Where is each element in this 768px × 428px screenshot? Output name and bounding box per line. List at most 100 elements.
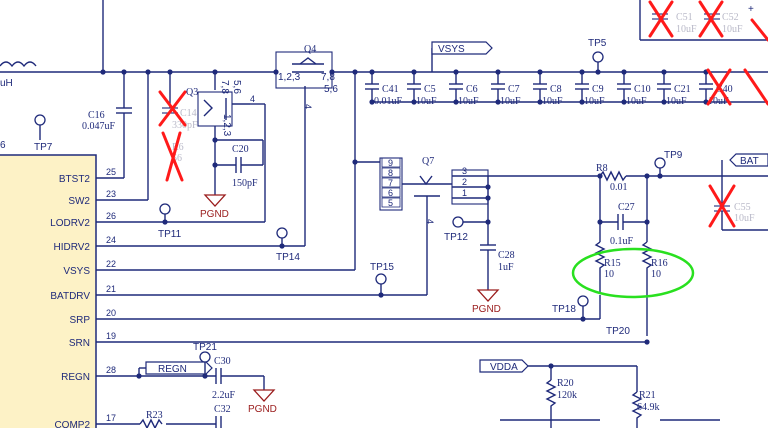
test-point-tp7: TP7	[34, 114, 53, 153]
output-cap-ref: C40	[716, 84, 733, 95]
q7-pin-number: 7	[388, 178, 393, 188]
q7-pin-number: 9	[388, 158, 393, 168]
q3-ref: Q3	[186, 87, 198, 98]
test-point-tp20: TP20	[606, 326, 650, 345]
tp15-label: TP15	[370, 262, 394, 273]
r6-ref: R6	[172, 142, 184, 153]
r15-ref: R15	[604, 258, 621, 269]
ic-pin-number: 24	[106, 235, 116, 245]
output-cap-ref: C9	[592, 84, 604, 95]
q7-pin-number: 8	[388, 168, 393, 178]
q4-pins-56: 5,6	[324, 84, 338, 95]
regn-network: REGN TP21 PGND C30 2.2uF	[96, 342, 277, 415]
x-mark-c40a	[706, 68, 732, 106]
q3-pins-78: 7,8	[219, 80, 230, 94]
bat-net-text: BAT	[740, 156, 759, 167]
c52-value: 10uF	[722, 24, 743, 35]
r8-value: 0.01	[610, 182, 628, 193]
output-cap-ref: C21	[674, 84, 691, 95]
ic-pin-list: BTST225SW223LODRV226HIDRV224VSYS22BATDRV…	[50, 167, 116, 428]
ic-pin-name: VSYS	[63, 266, 90, 277]
r16-value: 10	[651, 269, 661, 280]
comp2-network: R23 C32	[96, 404, 231, 428]
test-point-tp15: TP15	[370, 262, 394, 298]
c28-value: 1uF	[498, 262, 514, 273]
ic-pin-number: 17	[106, 413, 116, 423]
c52-ref: C52	[722, 12, 739, 23]
c20-value: 150pF	[232, 178, 258, 189]
r20-ref: R20	[557, 378, 574, 389]
r20-value: 120k	[557, 390, 577, 401]
test-point-tp14: TP14	[276, 227, 300, 263]
q7-pin-number: 2	[462, 177, 467, 187]
ic-pin-number: 23	[106, 189, 116, 199]
c51-ref: C51	[676, 12, 693, 23]
q7-gate-pin: 4	[425, 219, 435, 224]
ic-pin-number: 25	[106, 167, 116, 177]
c30-ref: C30	[214, 356, 231, 367]
x-mark-c40b	[743, 68, 768, 106]
regn-net-text: REGN	[158, 364, 187, 375]
c27-value: 0.1uF	[610, 236, 634, 247]
vdda-network: VDDA R20 120k R21 64.9k	[479, 359, 720, 428]
capacitor-c20: C20 150pF	[215, 139, 264, 189]
mosfet-q3: Q3 7,8 5,6 1,2,3 4	[186, 72, 255, 168]
c16-value: 0.047uF	[82, 121, 116, 132]
r16-ref: R16	[651, 258, 668, 269]
output-cap-ref: C8	[550, 84, 562, 95]
q4-pins-78: 7,8	[321, 72, 335, 83]
ic-pin-name: LODRV2	[50, 218, 90, 229]
c16-ref: C16	[88, 110, 105, 121]
ic-pin-name: SRP	[69, 315, 90, 326]
capacitor-c51-c52: C51 10uF C52 10uF +	[639, 0, 768, 42]
c51-value: 10uF	[676, 24, 697, 35]
capacitor-c16: C16 0.047uF	[82, 72, 132, 178]
tp21-label: TP21	[193, 342, 217, 353]
ic-pin-number: 28	[106, 365, 116, 375]
ic-pin-name: REGN	[61, 372, 90, 383]
output-cap-ref: C5	[424, 84, 436, 95]
x-mark-c52	[698, 0, 724, 38]
x-mark-c14	[158, 90, 187, 127]
tp7-label: TP7	[34, 142, 53, 153]
pgnd-label-c28: PGND	[472, 304, 501, 315]
q3-pins-56: 5,6	[231, 80, 242, 94]
test-point-tp5: TP5	[588, 38, 607, 75]
c30-value: 2.2uF	[212, 390, 236, 401]
tp9-label: TP9	[664, 150, 683, 161]
output-cap-ref: C41	[382, 84, 399, 95]
r21-ref: R21	[639, 390, 656, 401]
tp18-label: TP18	[552, 304, 576, 315]
test-point-tp11: TP11	[158, 203, 182, 240]
resistor-r15: R15 10	[594, 241, 621, 292]
q7-ref: Q7	[422, 156, 434, 167]
r21-value: 64.9k	[637, 402, 660, 413]
tp5-label: TP5	[588, 38, 607, 49]
resistor-r8: R8 0.01	[596, 163, 768, 193]
pgnd-label-q3: PGND	[200, 209, 229, 220]
ic-pin-number: 20	[106, 308, 116, 318]
ground-pgnd-q3: PGND	[200, 165, 229, 220]
vsys-net-text: VSYS	[438, 44, 465, 55]
r15-value: 10	[604, 269, 614, 280]
ic-pin-name: COMP2	[54, 420, 90, 428]
test-point-tp12: TP12	[444, 216, 491, 243]
ic-pin-number: 19	[106, 331, 116, 341]
c28-ref: C28	[498, 250, 515, 261]
inductor-value: uH	[0, 78, 13, 89]
ic-ref-fragment: 6	[0, 140, 6, 151]
resistor-r16: R16 10	[641, 241, 668, 336]
ic-pin-number: 22	[106, 259, 116, 269]
q7-pin-number: 6	[388, 188, 393, 198]
ic-body: 6	[0, 140, 97, 428]
tp12-label: TP12	[444, 232, 468, 243]
q7-pin-number: 5	[388, 198, 393, 208]
tp14-label: TP14	[276, 252, 300, 263]
ic-pin-name: HIDRV2	[54, 242, 91, 253]
c55-ref: C55	[734, 202, 751, 213]
ic-pin-number: 26	[106, 211, 116, 221]
capacitor-c55: C55 10uF	[708, 176, 768, 231]
q4-gate-pin: 4	[303, 104, 313, 109]
